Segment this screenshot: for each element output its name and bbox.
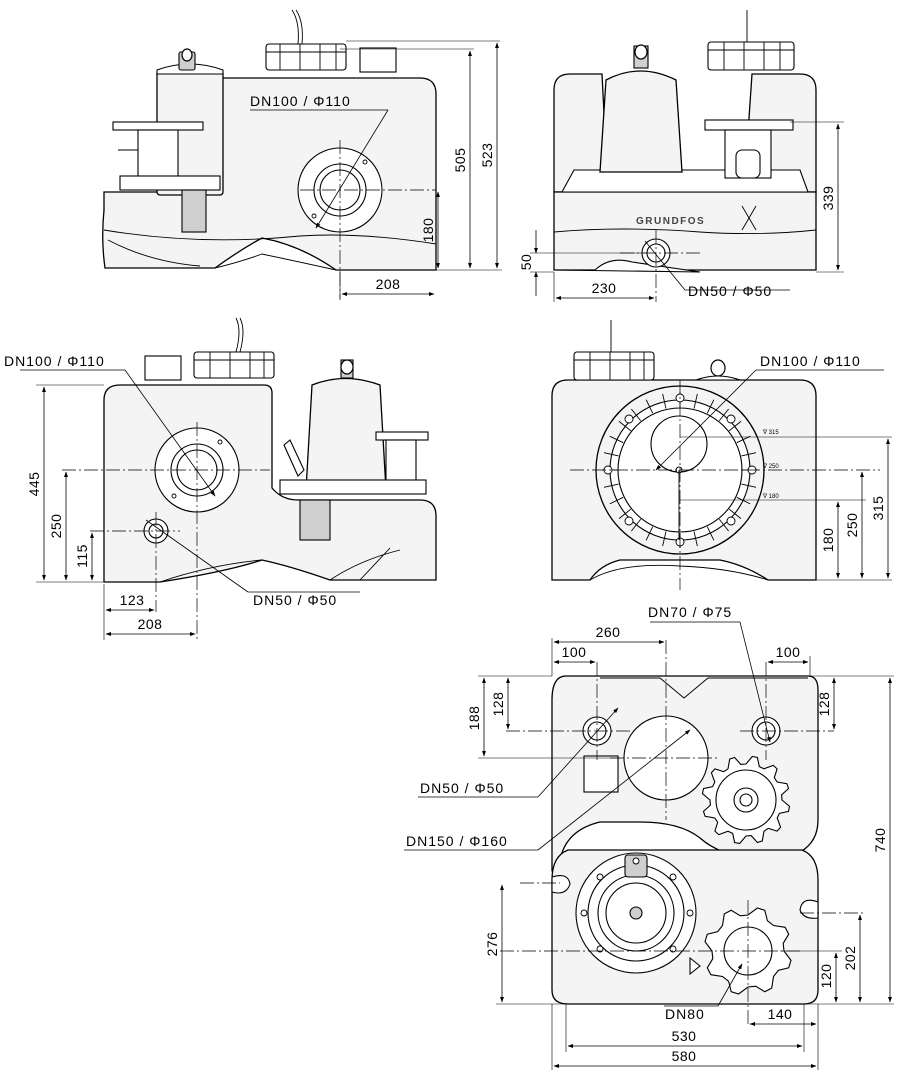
- top-inlet-dn50-callout: DN50 / Φ50: [420, 780, 504, 796]
- side-dim-180: 180: [820, 528, 836, 553]
- rear-dim-250: 250: [48, 514, 64, 539]
- cover-rib: [631, 408, 642, 422]
- cover-rib: [706, 526, 715, 541]
- cover-rib: [618, 508, 632, 519]
- side-dim-315: 315: [870, 496, 886, 521]
- side-view-right: GRUNDFOS 339 50 230 DN50 / Φ50: [518, 10, 844, 302]
- front-inlet-callout: DN100 / Φ110: [250, 93, 351, 109]
- top-dim-260: 260: [596, 624, 621, 640]
- cover-rib: [631, 518, 642, 532]
- side-dim-50: 50: [518, 254, 534, 271]
- cover-rib: [718, 518, 729, 532]
- cover-rib: [645, 399, 654, 414]
- rear-inlet2-callout: DN50 / Φ50: [253, 592, 337, 608]
- rear-dim-123: 123: [120, 592, 145, 608]
- top-view: 260 100 100 DN70 / Φ75 188 128 128 740 2…: [404, 604, 894, 1070]
- level-250-mark: ∇ 250: [762, 463, 779, 470]
- cover-rib: [741, 452, 757, 457]
- top-dim-100-right: 100: [776, 644, 801, 660]
- side-left-inlet-callout: DN100 / Φ110: [760, 353, 861, 369]
- cover-rib: [662, 531, 667, 547]
- top-dim-202: 202: [842, 946, 858, 971]
- side-dim-250: 250: [844, 513, 860, 538]
- side-view-left: ∇ 315 ∇ 250 ∇ 180 180 250 315 DN100 / Φ1…: [551, 320, 892, 590]
- top-dim-580: 580: [672, 1048, 697, 1064]
- top-dim-188: 188: [466, 706, 482, 731]
- front-dim-523: 523: [479, 143, 495, 168]
- cover-rib: [609, 496, 624, 505]
- rear-dim-115: 115: [74, 544, 90, 568]
- rear-dim-445: 445: [26, 472, 42, 497]
- cover-rib: [618, 421, 632, 432]
- top-vent-callout: DN70 / Φ75: [648, 604, 732, 620]
- cover-rib: [728, 508, 742, 519]
- cover-rib: [741, 483, 757, 488]
- cover-rib: [662, 393, 667, 409]
- top-dim-140: 140: [768, 1006, 793, 1022]
- side-dim-230: 230: [592, 280, 617, 296]
- cover-rib: [718, 408, 729, 422]
- top-outlet-callout: DN80: [665, 1006, 705, 1022]
- top-inlet-dn150-callout: DN150 / Φ160: [406, 833, 508, 849]
- cover-rib: [603, 483, 619, 488]
- cover-rib: [645, 526, 654, 541]
- cover-rib: [693, 531, 698, 547]
- cover-rib: [736, 496, 751, 505]
- level-315-mark: ∇ 315: [762, 429, 779, 436]
- cover-rib: [603, 452, 619, 457]
- side-outlet-callout: DN50 / Φ50: [688, 283, 772, 299]
- top-dim-100-left: 100: [562, 644, 587, 660]
- front-dim-180: 180: [420, 218, 436, 243]
- rear-dim-208: 208: [138, 616, 163, 632]
- cover-rib: [693, 393, 698, 409]
- front-dim-208: 208: [376, 276, 401, 292]
- cover-rib: [706, 399, 715, 414]
- top-dim-276: 276: [484, 932, 500, 957]
- front-view: 505 523 180 208 DN100 / Φ110: [102, 9, 502, 300]
- top-dim-128-left: 128: [490, 692, 506, 717]
- top-dim-740: 740: [872, 828, 888, 853]
- level-180-mark: ∇ 180: [762, 493, 779, 500]
- cover-rib: [728, 421, 742, 432]
- top-dim-128-right: 128: [816, 692, 832, 717]
- rear-view: 445 250 115 123 208 DN100 / Φ110 DN50 / …: [4, 317, 437, 640]
- front-dim-505: 505: [452, 148, 468, 173]
- top-dim-530: 530: [672, 1028, 697, 1044]
- side-dim-339: 339: [820, 186, 836, 211]
- grundfos-logo: GRUNDFOS: [636, 216, 705, 227]
- rear-inlet-callout: DN100 / Φ110: [4, 353, 105, 369]
- cover-rib: [609, 435, 624, 444]
- top-dim-120: 120: [818, 964, 834, 989]
